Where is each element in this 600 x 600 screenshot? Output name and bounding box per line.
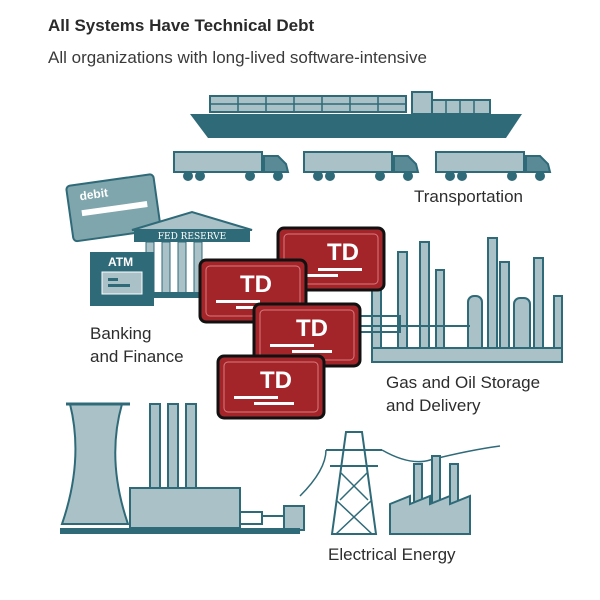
label-gas-line2: and Delivery	[386, 396, 481, 415]
fed-reserve-label: FED RESERVE	[158, 232, 227, 242]
power-line-tower-icon	[299, 431, 501, 535]
refinery-icon	[360, 237, 563, 363]
substation-factory-icon	[389, 455, 471, 535]
td-label: TD	[260, 367, 292, 394]
label-banking-line1: Banking	[90, 324, 151, 343]
page-subtitle: All organizations with long-lived softwa…	[48, 48, 427, 67]
td-label: TD	[327, 239, 359, 266]
truck-icon	[435, 151, 551, 182]
technical-debt-card-group: TD TD TD TD	[198, 226, 386, 420]
td-label: TD	[240, 271, 272, 298]
truck-icon	[303, 151, 419, 182]
debit-card-label: debit	[79, 185, 109, 203]
label-gas-line1: Gas and Oil Storage	[386, 373, 540, 392]
truck-icon	[173, 151, 289, 182]
cargo-ship-icon	[190, 91, 522, 138]
power-plant-icon	[60, 402, 305, 534]
technical-debt-card: TD	[252, 302, 362, 368]
td-label: TD	[296, 315, 328, 342]
label-electrical-energy: Electrical Energy	[328, 545, 456, 564]
debit-card-icon: debit	[65, 173, 162, 243]
label-transportation: Transportation	[414, 187, 523, 206]
label-banking-line2: and Finance	[90, 347, 184, 366]
atm-machine-icon: ATM	[90, 252, 154, 306]
technical-debt-card: TD	[216, 354, 326, 420]
atm-label: ATM	[108, 255, 133, 269]
page-title: All Systems Have Technical Debt	[48, 16, 315, 35]
